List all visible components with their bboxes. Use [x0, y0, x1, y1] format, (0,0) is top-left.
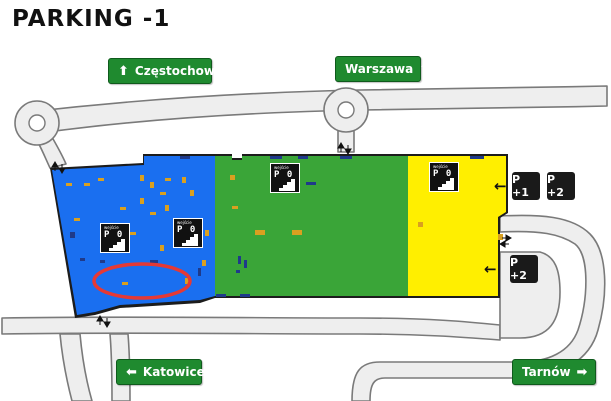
stairs-icon [182, 234, 198, 246]
road-right-loop [351, 214, 606, 401]
highlight-ellipse [92, 262, 192, 300]
two-way-arrow-icon [96, 315, 111, 328]
exit-label: wejście [274, 165, 289, 170]
level-badge-p-plus-1: P +1 [512, 172, 540, 200]
level-badge-p-plus-2: P +2 [547, 172, 575, 200]
right-arrow-icon: ➡ [576, 364, 588, 380]
level-badge-p-plus-2-lower: P +2 [510, 255, 538, 283]
exit-marker: wejście P 0 [429, 162, 459, 192]
sign-czestochowa-label: Częstochowa [134, 64, 224, 78]
exit-marker: wejście P 0 [270, 163, 300, 193]
up-arrow-icon: ⬆ [118, 63, 129, 79]
road-top [27, 85, 608, 134]
page-title: PARKING -1 [12, 6, 171, 32]
exit-level: P 0 [274, 170, 294, 180]
entry-arrow-icon: ← [484, 260, 497, 278]
exit-label: wejście [177, 220, 192, 225]
zone-blue [52, 156, 215, 315]
exit-level: P 0 [433, 169, 453, 179]
stairs-icon [438, 178, 454, 190]
road-network [1, 85, 608, 401]
sign-warszawa: Warszawa ⬆ [335, 56, 430, 82]
stairs-icon [109, 239, 125, 251]
zone-green [215, 156, 408, 296]
sign-czestochowa: ⬆ Częstochowa [108, 58, 223, 84]
up-arrow-icon: ⬆ [419, 61, 431, 77]
sign-warszawa-label: Warszawa [345, 62, 414, 76]
parking-spot-marks [66, 156, 503, 297]
exit-label: wejście [433, 164, 448, 169]
left-arrow-icon: ⬅ [126, 364, 137, 380]
sign-tarnow-label: Tarnów [522, 365, 571, 379]
exit-level: P 0 [177, 225, 197, 235]
exit-level: P 0 [104, 230, 124, 240]
sign-katowice-label: Katowice [142, 365, 205, 379]
two-way-arrow-icon [499, 234, 512, 248]
exit-marker: wejście P 0 [173, 218, 203, 248]
two-way-arrow-icon [51, 161, 66, 174]
roundabouts [14, 87, 369, 146]
sign-katowice: ⬅ Katowice [116, 359, 205, 385]
sign-tarnow: Tarnów ➡ [512, 359, 596, 385]
two-way-arrow-icon [337, 142, 352, 155]
exit-label: wejście [104, 225, 119, 230]
road-left-down [59, 333, 93, 401]
exit-marker: wejście P 0 [100, 223, 130, 253]
two-way-arrow-icons [51, 142, 512, 328]
entry-arrow-icon: ← [494, 177, 507, 195]
road-bottom [1, 316, 501, 341]
stairs-icon [279, 179, 295, 191]
